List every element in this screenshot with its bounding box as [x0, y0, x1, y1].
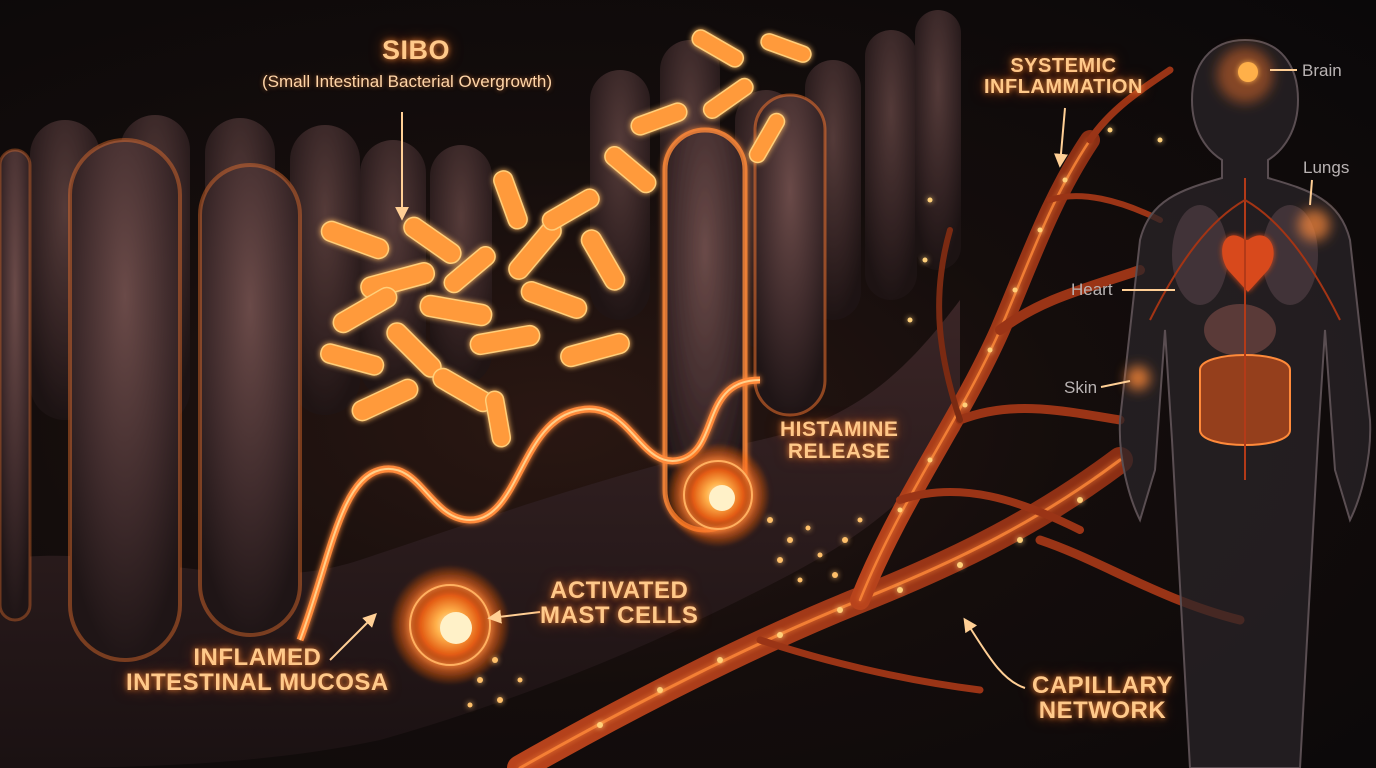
intestinal-wall-base [0, 300, 960, 768]
mast-line2: MAST CELLS [540, 602, 699, 630]
organ-label-heart: Heart [1071, 280, 1113, 299]
capillary-network-label: CAPILLARY NETWORK [1032, 672, 1173, 725]
systemic-inflammation-label: SYSTEMIC INFLAMMATION [984, 56, 1143, 98]
organ-label-brain: Brain [1302, 61, 1342, 80]
mast-cell-upper [666, 443, 770, 547]
organ-label-lungs: Lungs [1303, 158, 1350, 177]
mucosa-line2: INTESTINAL MUCOSA [126, 669, 389, 697]
callout-arrows [329, 69, 1313, 689]
mucosa-line1: INFLAMED [193, 644, 322, 671]
systemic-line2: INFLAMMATION [984, 76, 1143, 98]
mast-line1: ACTIVATED [550, 577, 689, 604]
histamine-line1: HISTAMINE [780, 418, 899, 441]
sibo-subtitle: (Small Intestinal Bacterial Overgrowth) [262, 72, 553, 91]
activated-mast-cells-label: ACTIVATED MAST CELLS [540, 577, 699, 630]
capillary-line2: NETWORK [1038, 697, 1167, 725]
systemic-line1: SYSTEMIC [1010, 55, 1117, 77]
capillary-line1: CAPILLARY [1032, 672, 1173, 699]
organ-label-skin: Skin [1064, 378, 1098, 397]
histamine-particles [467, 517, 863, 708]
inflamed-mucosa-label: INFLAMED INTESTINAL MUCOSA [126, 644, 389, 697]
sibo-title: SIBO [382, 35, 451, 65]
front-villi [0, 93, 827, 662]
mast-cell-lower [390, 565, 510, 685]
bacteria-cluster [320, 29, 812, 448]
histamine-release-label: HISTAMINE RELEASE [780, 418, 899, 464]
capillary-particles [597, 127, 1163, 728]
histamine-line2: RELEASE [787, 440, 891, 464]
human-body-silhouette [1118, 38, 1372, 768]
